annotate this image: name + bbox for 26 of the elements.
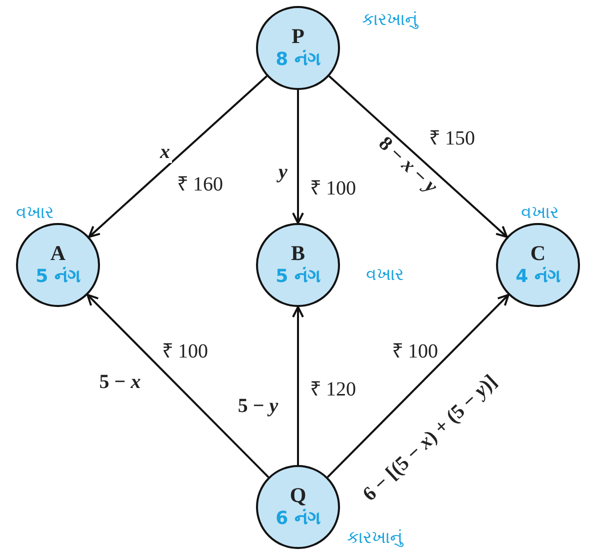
quantity-label: 5 નંગ xyxy=(276,264,320,288)
node-letter: Q xyxy=(290,484,306,507)
node-caption: વખાર xyxy=(521,203,559,223)
node-caption: વખાર xyxy=(366,265,404,285)
arrow xyxy=(292,306,304,465)
node-letter: P xyxy=(292,24,304,48)
quantity-label: 8 નંગ xyxy=(276,48,320,72)
node-caption: વખાર xyxy=(16,203,54,223)
cost-label: ₹ 100 xyxy=(392,340,438,364)
quantity-label: 5 નંગ xyxy=(36,264,80,288)
cost-label: ₹ 120 xyxy=(310,378,356,402)
arrow xyxy=(328,75,508,238)
node-caption: કારખાનું xyxy=(347,528,403,548)
quantity-label: 6 નંગ xyxy=(276,506,320,530)
node-letter: B xyxy=(290,242,305,265)
arrow xyxy=(326,294,510,478)
arrow xyxy=(86,294,270,478)
arrow xyxy=(88,75,268,238)
arrow xyxy=(292,90,304,224)
node-letter: C xyxy=(530,242,546,265)
node-caption: કારખાનું xyxy=(362,10,418,30)
node-letter: A xyxy=(50,242,66,265)
cost-label: ₹ 160 xyxy=(177,172,223,196)
cost-label: ₹ 100 xyxy=(310,176,356,200)
cost-label: ₹ 100 xyxy=(162,340,208,364)
quantity-label: 4 નંગ xyxy=(516,264,560,288)
